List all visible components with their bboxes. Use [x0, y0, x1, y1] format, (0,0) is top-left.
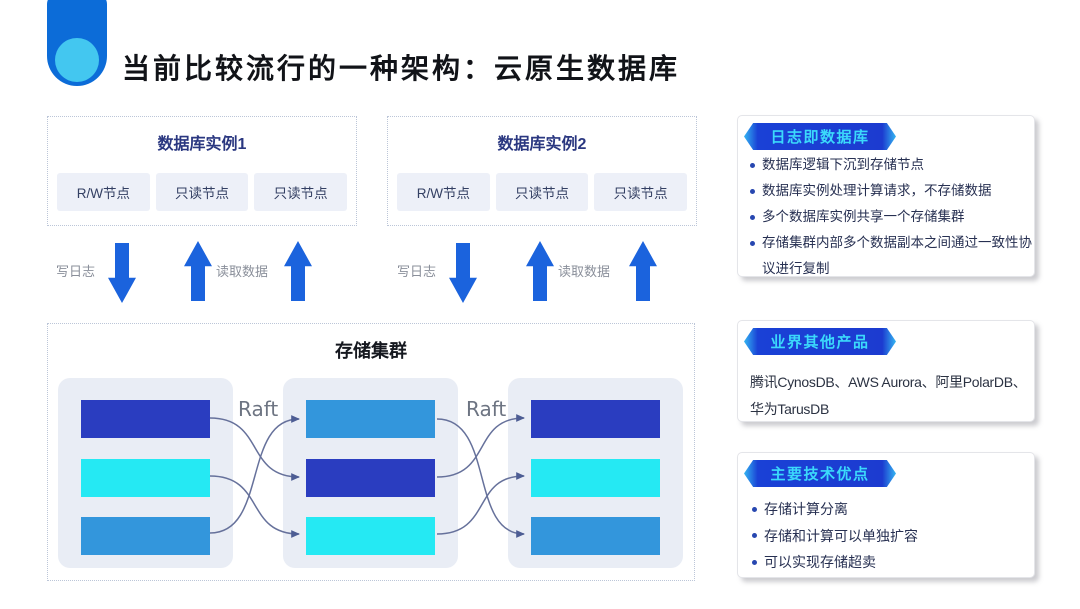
read-data-up-arrow-icon — [184, 241, 212, 301]
card-badge: 主要技术优点 — [744, 460, 896, 487]
read-data-label: 读取数据 — [558, 264, 611, 279]
storage-group-2 — [283, 378, 458, 568]
card-badge: 业界其他产品 — [744, 328, 896, 355]
card-bullet-list: 存储计算分离 存储和计算可以单独扩容 可以实现存储超卖 — [752, 496, 1034, 576]
replica-bar-medium-blue — [81, 517, 210, 555]
title-bullet-icon — [47, 0, 107, 86]
bullet-item: 可以实现存储超卖 — [752, 549, 1034, 576]
replica-bar-cyan — [81, 459, 210, 497]
storage-cluster-box: 存储集群 — [47, 323, 695, 581]
card-main-advantages: 主要技术优点 存储计算分离 存储和计算可以单独扩容 可以实现存储超卖 — [737, 452, 1035, 578]
replica-bar-dark-blue — [306, 459, 435, 497]
other-products-text: 腾讯CynosDB、AWS Aurora、阿里PolarDB、华为TarusDB — [750, 374, 1027, 417]
raft-label: Raft — [466, 397, 507, 421]
readonly-node: 只读节点 — [594, 173, 688, 211]
page-title: 当前比较流行的一种架构：云原生数据库 — [122, 53, 681, 84]
write-log-down-arrow-icon — [108, 243, 136, 303]
bullet-item: 数据库逻辑下沉到存储节点 — [750, 152, 1034, 178]
replica-bar-dark-blue — [81, 400, 210, 438]
card-other-products: 业界其他产品 腾讯CynosDB、AWS Aurora、阿里PolarDB、华为… — [737, 320, 1035, 422]
write-log-label: 写日志 — [56, 264, 96, 279]
bullet-item: 多个数据库实例共享一个存储集群 — [750, 204, 1034, 230]
replica-bar-medium-blue — [306, 400, 435, 438]
rw-node: R/W节点 — [57, 173, 150, 211]
db-instance-2-nodes: R/W节点 只读节点 只读节点 — [397, 173, 688, 211]
storage-cluster-title: 存储集群 — [335, 341, 407, 361]
card-bullet-list: 数据库逻辑下沉到存储节点 数据库实例处理计算请求，不存储数据 多个数据库实例共享… — [750, 152, 1034, 282]
bullet-item: 存储集群内部多个数据副本之间通过一致性协议进行复制 — [750, 230, 1034, 282]
db-instance-2-title: 数据库实例2 — [497, 136, 587, 153]
write-log-label: 写日志 — [397, 264, 437, 279]
db-instance-2-box: 数据库实例2 R/W节点 只读节点 只读节点 — [387, 116, 697, 226]
db-instance-1-box: 数据库实例1 R/W节点 只读节点 只读节点 — [47, 116, 357, 226]
readonly-node: 只读节点 — [254, 173, 348, 211]
read-data-up-arrow-icon — [526, 241, 554, 301]
replica-bar-cyan — [531, 459, 660, 497]
bullet-item: 数据库实例处理计算请求，不存储数据 — [750, 178, 1034, 204]
read-data-label: 读取数据 — [216, 264, 269, 279]
raft-label: Raft — [238, 397, 279, 421]
bullet-item: 存储和计算可以单独扩容 — [752, 523, 1034, 550]
readonly-node: 只读节点 — [155, 173, 249, 211]
card-log-is-database: 日志即数据库 数据库逻辑下沉到存储节点 数据库实例处理计算请求，不存储数据 多个… — [737, 115, 1035, 277]
rw-node: R/W节点 — [397, 173, 490, 211]
title-bullet-dot — [55, 38, 99, 82]
storage-group-3 — [508, 378, 683, 568]
replica-bar-dark-blue — [531, 400, 660, 438]
replica-bar-cyan — [306, 517, 435, 555]
readonly-node: 只读节点 — [495, 173, 589, 211]
card-badge: 日志即数据库 — [744, 123, 896, 150]
write-log-down-arrow-icon — [449, 243, 477, 303]
read-data-up-arrow-icon — [629, 241, 657, 301]
db-instance-1-title: 数据库实例1 — [157, 136, 247, 153]
replica-bar-medium-blue — [531, 517, 660, 555]
storage-group-1 — [58, 378, 233, 568]
bullet-item: 存储计算分离 — [752, 496, 1034, 523]
db-instance-1-nodes: R/W节点 只读节点 只读节点 — [57, 173, 348, 211]
read-data-up-arrow-icon — [284, 241, 312, 301]
